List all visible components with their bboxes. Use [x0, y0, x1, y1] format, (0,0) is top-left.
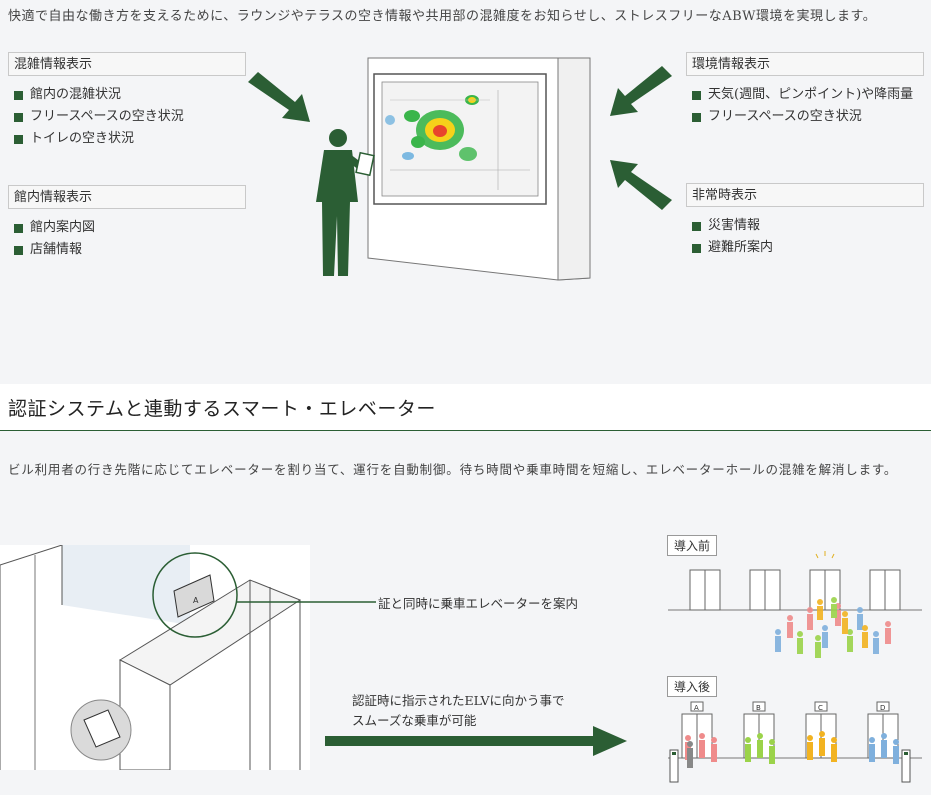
congestion-list: 館内の混雑状況 フリースペースの空き状況 トイレの空き状況	[14, 84, 184, 150]
before-label: 導入前	[667, 535, 718, 556]
people-crowd	[775, 597, 891, 658]
bullet-square-icon	[14, 245, 23, 255]
emergency-list: 災害情報 避難所案内	[692, 215, 773, 259]
arrow-caption-1: 認証時に指示されたELVに向かう事で	[352, 693, 565, 708]
guide-callout: 証と同時に乗車エレベーターを案内	[378, 596, 579, 611]
list-item: 天気(週間、ピンポイント)や降雨量	[692, 84, 913, 106]
list-item: 館内案内図	[14, 217, 95, 239]
section-title: 認証システムと連動するスマート・エレベーター	[8, 398, 436, 420]
bullet-square-icon	[14, 134, 23, 144]
emergency-panel-title: 非常時表示	[686, 183, 924, 207]
person-icon	[316, 129, 375, 276]
list-item: 災害情報	[692, 215, 773, 237]
building-list: 館内案内図 店舗情報	[14, 217, 95, 261]
big-arrow-icon	[325, 726, 627, 756]
bullet-square-icon	[692, 243, 701, 253]
arrow-icon	[248, 72, 310, 122]
environment-panel-title: 環境情報表示	[686, 52, 924, 76]
section-header	[0, 384, 931, 431]
arrow-caption-2: スムーズな乗車が可能	[352, 713, 477, 728]
bullet-square-icon	[14, 223, 23, 233]
bullet-square-icon	[14, 112, 23, 122]
reader-letter: A	[193, 596, 199, 605]
before-elevator-hall	[668, 551, 922, 658]
list-item: 館内の混雑状況	[14, 84, 184, 106]
section-description: ビル利用者の行き先階に応じてエレベーターを割り当て、運行を自動制御。待ち時間や乗…	[8, 462, 898, 477]
elevator-letter-a: A	[694, 704, 699, 712]
intro-text: 快適で自由な働き方を支えるために、ラウンジやテラスの空き情報や共用部の混雑度をお…	[8, 9, 877, 24]
list-item: フリースペースの空き状況	[14, 106, 184, 128]
environment-list: 天気(週間、ピンポイント)や降雨量 フリースペースの空き状況	[692, 84, 913, 128]
list-item: 避難所案内	[692, 237, 773, 259]
congestion-panel-title: 混雑情報表示	[8, 52, 246, 76]
arrow-icon	[610, 160, 672, 210]
elevator-letter-d: D	[880, 704, 885, 712]
bullet-square-icon	[692, 221, 701, 231]
callout-line	[236, 601, 376, 603]
list-item: トイレの空き状況	[14, 128, 184, 150]
bullet-square-icon	[14, 90, 23, 100]
arrow-icon	[610, 66, 672, 116]
security-gate-illustration: A	[0, 545, 310, 770]
list-item: 店舗情報	[14, 239, 95, 261]
after-label: 導入後	[667, 676, 718, 697]
elevator-letter-c: C	[818, 704, 823, 712]
after-elevator-hall: A B C D	[668, 701, 922, 783]
list-item: フリースペースの空き状況	[692, 106, 913, 128]
bullet-square-icon	[692, 112, 701, 122]
elevator-letter-b: B	[756, 704, 761, 712]
bullet-square-icon	[692, 90, 701, 100]
building-panel-title: 館内情報表示	[8, 185, 246, 209]
digital-signage-illustration	[248, 57, 672, 281]
